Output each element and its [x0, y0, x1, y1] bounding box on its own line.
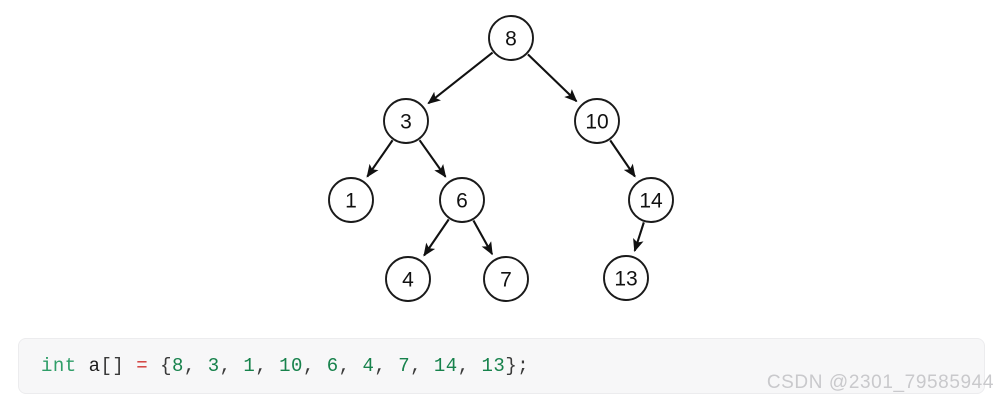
tree-node-circle-14 — [628, 177, 674, 223]
binary-tree-figure: 8 3 10 1 6 14 4 7 13 — [328, 15, 674, 302]
code-snippet-block: int a[] = {8, 3, 1, 10, 6, 4, 7, 14, 13}… — [18, 338, 985, 394]
tree-node-label-4: 4 — [402, 269, 414, 292]
tree-node-4: 4 — [385, 256, 431, 302]
code-token-operator-5: = — [136, 354, 149, 377]
code-token-punct-19: , — [374, 354, 399, 377]
code-token-ident-2: a — [88, 354, 101, 377]
tree-node-circle-4 — [385, 256, 431, 302]
tree-node-circle-1 — [328, 177, 374, 223]
tree-node-1: 1 — [328, 177, 374, 223]
code-token-punct-25: }; — [505, 354, 530, 377]
tree-edge-14-to-13 — [633, 222, 645, 253]
tree-node-8: 8 — [488, 15, 534, 61]
tree-node-circle-10 — [574, 98, 620, 144]
code-token-punct-15: , — [302, 354, 327, 377]
code-token-punct-13: , — [255, 354, 280, 377]
code-token-punct-23: , — [457, 354, 482, 377]
tree-edge-6-to-4 — [423, 218, 450, 257]
tree-node-13: 13 — [603, 255, 649, 301]
tree-edges — [366, 51, 645, 257]
tree-node-circle-8 — [488, 15, 534, 61]
code-token-punct-11: , — [219, 354, 244, 377]
tree-node-circle-13 — [603, 255, 649, 301]
code-token-punct-17: , — [338, 354, 363, 377]
tree-nodes: 8 3 10 1 6 14 4 7 13 — [328, 15, 674, 302]
code-token-number-22: 14 — [433, 354, 458, 377]
tree-node-label-7: 7 — [500, 269, 512, 292]
tree-edge-8-to-10 — [527, 53, 578, 103]
code-token-number-12: 1 — [243, 354, 256, 377]
tree-edge-3-to-6 — [418, 139, 447, 178]
code-token-punct-21: , — [410, 354, 434, 377]
tree-edge-8-to-3 — [427, 51, 494, 105]
code-token-plain-1 — [77, 355, 89, 377]
tree-node-3: 3 — [383, 98, 429, 144]
code-line: int a[] = {8, 3, 1, 10, 6, 4, 7, 14, 13}… — [41, 354, 530, 377]
code-token-number-14: 10 — [279, 354, 303, 377]
tree-node-label-1: 1 — [345, 190, 357, 213]
code-token-punct-7: { — [160, 354, 172, 377]
code-token-plain-6 — [148, 355, 160, 377]
tree-node-circle-7 — [483, 256, 529, 302]
tree-node-circle-6 — [439, 177, 485, 223]
csdn-watermark: CSDN @2301_79585944 — [766, 372, 994, 393]
tree-node-label-13: 13 — [614, 268, 637, 291]
tree-node-label-14: 14 — [639, 190, 663, 213]
tree-edge-6-to-7 — [472, 220, 494, 256]
tree-node-label-6: 6 — [456, 190, 468, 213]
code-token-punct-3: [] — [100, 354, 125, 377]
code-token-number-24: 13 — [481, 354, 506, 377]
code-token-number-8: 8 — [171, 354, 184, 377]
tree-node-circle-3 — [383, 98, 429, 144]
tree-node-label-10: 10 — [585, 111, 608, 134]
tree-node-14: 14 — [628, 177, 674, 223]
code-token-punct-9: , — [183, 354, 208, 377]
tree-node-10: 10 — [574, 98, 620, 144]
code-token-number-16: 6 — [326, 354, 339, 377]
tree-edge-10-to-14 — [609, 139, 636, 178]
code-token-number-18: 4 — [362, 354, 375, 377]
code-token-number-20: 7 — [398, 354, 411, 377]
code-token-keyword-0: int — [41, 354, 77, 377]
code-token-number-10: 3 — [207, 354, 220, 377]
tree-node-7: 7 — [483, 256, 529, 302]
tree-node-label-3: 3 — [400, 111, 412, 134]
tree-edge-3-to-1 — [366, 139, 394, 178]
tree-node-label-8: 8 — [505, 28, 517, 51]
tree-node-6: 6 — [439, 177, 485, 223]
code-token-plain-4 — [124, 355, 136, 377]
